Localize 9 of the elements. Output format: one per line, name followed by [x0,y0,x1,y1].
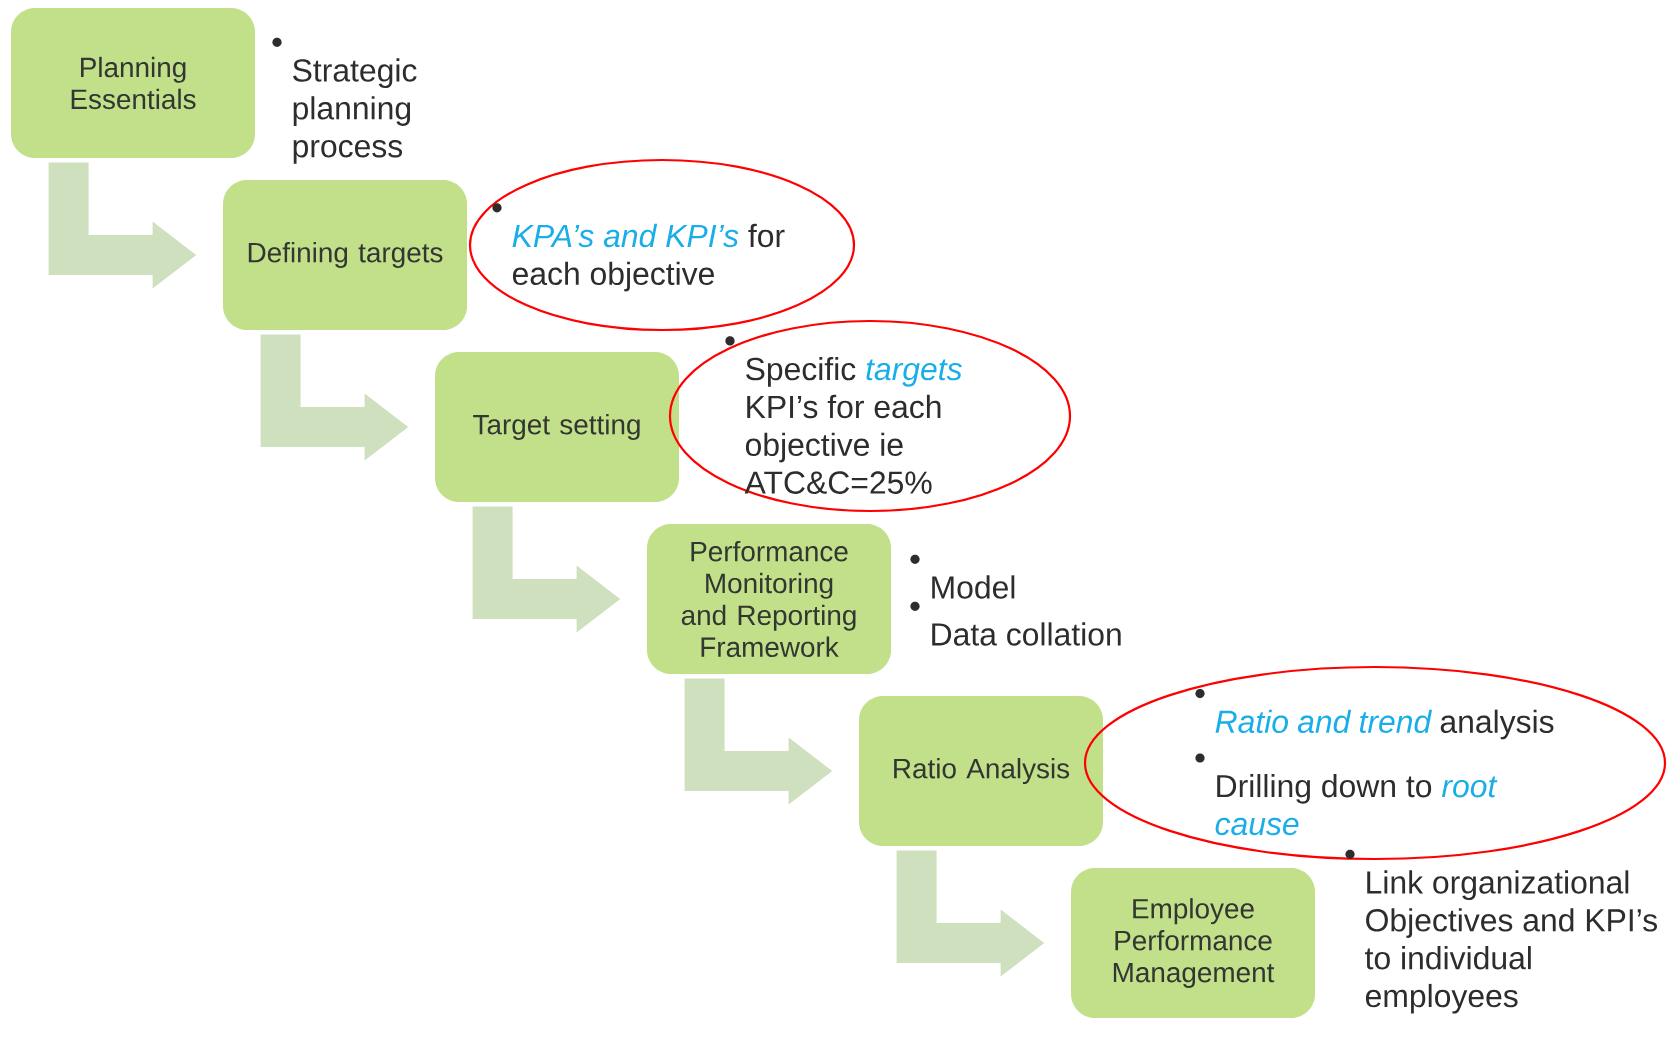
process-box: Ratio Analysis [859,696,1103,846]
process-box: Target setting [435,352,679,502]
process-box: Employee Performance Management [1071,868,1315,1018]
bullet-text: Data collation [910,601,1121,646]
process-box: Defining targets [223,180,467,330]
process-box: Performance Monitoring and Reporting Framework [647,524,891,674]
process-box: Planning Essentials [11,8,255,158]
bullet-text: Strategic planning process [272,37,417,164]
bullet-text: Model [910,554,1015,599]
